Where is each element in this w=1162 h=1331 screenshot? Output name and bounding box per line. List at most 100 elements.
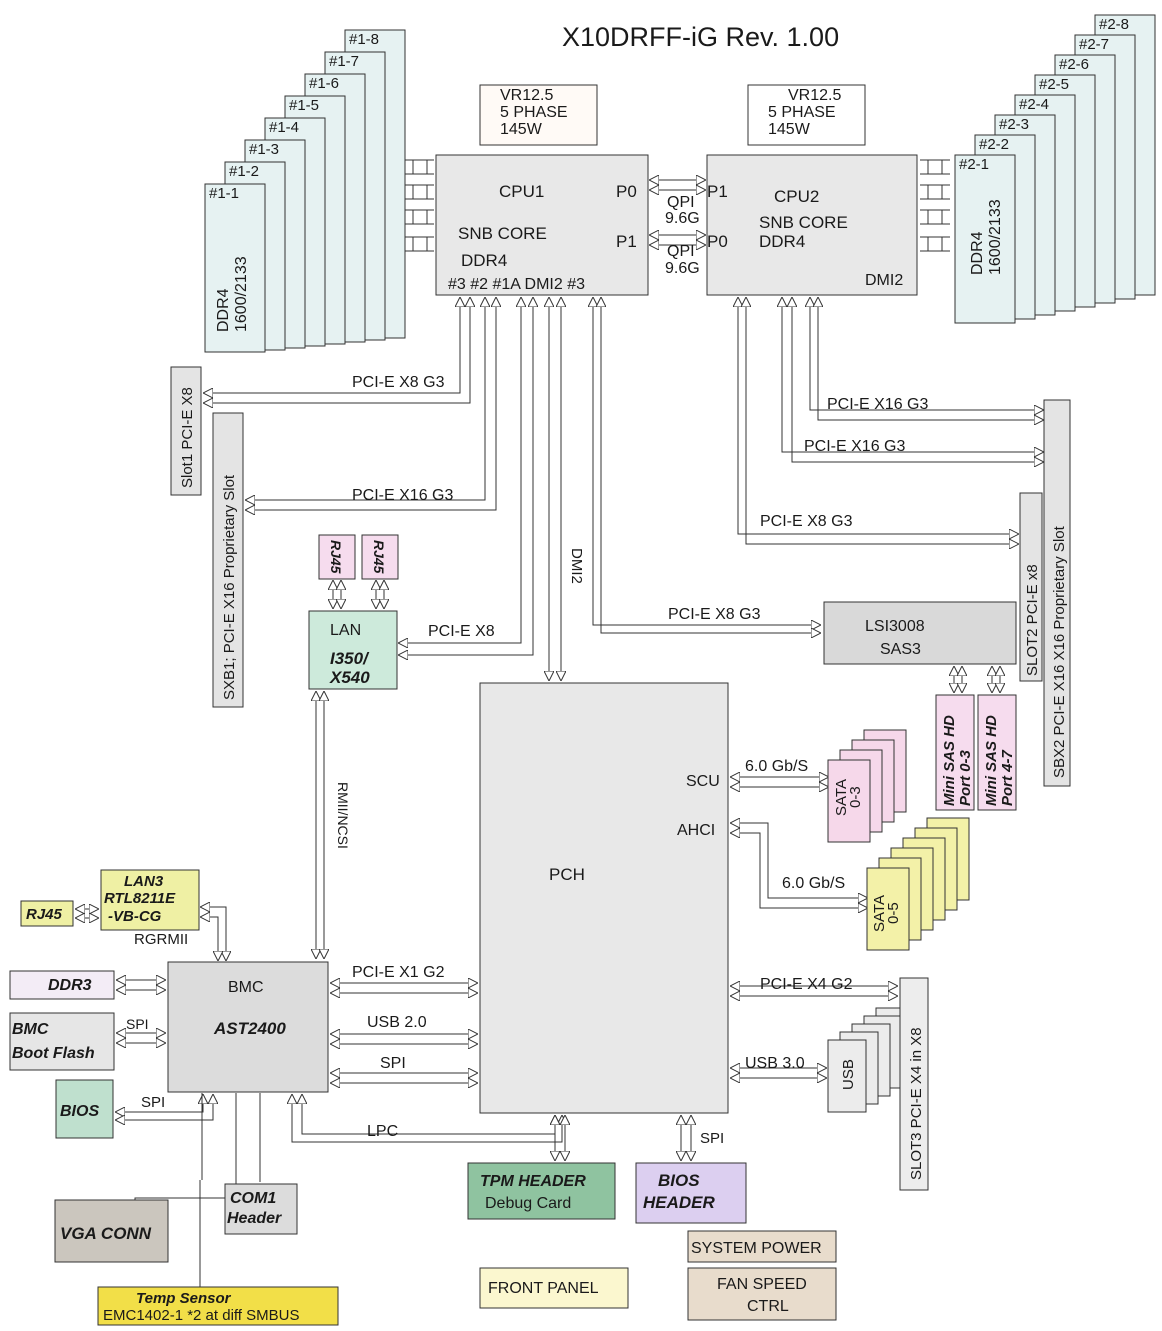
dimm-label: #2-1 bbox=[959, 156, 989, 173]
svg-text:SCU: SCU bbox=[686, 773, 720, 790]
sxb1-proprietary-slot: SXB1; PCI-E X16 Proprietary Slot bbox=[212, 412, 244, 708]
svg-text:BIOS: BIOS bbox=[60, 1103, 99, 1120]
sata-0-5-label: SATA0-5 bbox=[871, 895, 902, 932]
cpu1-name: CPU1 bbox=[499, 182, 544, 201]
dimm-label: #1-2 bbox=[229, 163, 259, 180]
rj45-lan3-port: RJ45 bbox=[20, 900, 74, 927]
link-label-flash-spi: SPI bbox=[126, 1016, 149, 1032]
bios-chip: BIOS bbox=[55, 1079, 114, 1139]
cpu2-name: CPU2 bbox=[774, 187, 819, 206]
cpu1-mem: DDR4 bbox=[461, 251, 507, 270]
svg-text:Mini SAS HDPort 0-3: Mini SAS HDPort 0-3 bbox=[941, 715, 974, 806]
svg-text:RJ45: RJ45 bbox=[371, 540, 387, 574]
minisas-arrows bbox=[954, 667, 1000, 692]
link-label-scu: 6.0 Gb/S bbox=[745, 758, 808, 775]
front-panel: FRONT PANEL bbox=[479, 1267, 629, 1309]
dimm-label: #2-7 bbox=[1079, 36, 1109, 53]
bmc-block: BMC AST2400 bbox=[167, 961, 329, 1093]
svg-text:SLOT3 PCI-E X4 in X8: SLOT3 PCI-E X4 in X8 bbox=[908, 1027, 925, 1180]
link-label-spi: SPI bbox=[380, 1055, 406, 1072]
dimm-label: #2-8 bbox=[1099, 16, 1129, 33]
svg-text:VGA CONN: VGA CONN bbox=[60, 1224, 152, 1243]
ddr3-bmc-link bbox=[117, 980, 165, 990]
minisas-port-4-7: Mini SAS HDPort 4-7 bbox=[977, 694, 1017, 811]
sata-links bbox=[731, 777, 867, 908]
link-label-sbx2-a: PCI-E X16 G3 bbox=[827, 396, 928, 413]
pch-block: PCH SCU AHCI bbox=[479, 682, 729, 1114]
diagram-title: X10DRFF-iG Rev. 1.00 bbox=[562, 22, 839, 52]
rmii-ncsi-link bbox=[316, 692, 324, 958]
dimm-label: #1-3 bbox=[249, 141, 279, 158]
cpu2-p1: P1 bbox=[707, 182, 728, 201]
dimm-label: #2-4 bbox=[1019, 96, 1049, 113]
sata-0-3-label: SATA0-3 bbox=[833, 779, 864, 816]
tpm-pch-link bbox=[555, 1116, 565, 1160]
dimm-label: #1-4 bbox=[269, 119, 299, 136]
dimm-label: #2-5 bbox=[1039, 76, 1069, 93]
bios-header-link bbox=[681, 1116, 691, 1160]
link-label-slot1: PCI-E X8 G3 bbox=[352, 374, 445, 391]
system-power: SYSTEM POWER bbox=[687, 1230, 837, 1263]
dimm-label: #1-6 bbox=[309, 75, 339, 92]
flash-bmc-link bbox=[117, 1033, 165, 1043]
slot2-pcie-x8: SLOT2 PCI-E x8 bbox=[1019, 492, 1043, 682]
link-label-sxb1: PCI-E X16 G3 bbox=[352, 487, 453, 504]
minisas-port-0-3: Mini SAS HDPort 0-3 bbox=[935, 694, 975, 811]
svg-text:Mini SAS HDPort 4-7: Mini SAS HDPort 4-7 bbox=[983, 715, 1016, 806]
svg-text:FRONT PANEL: FRONT PANEL bbox=[488, 1280, 599, 1297]
svg-text:SBX2 PCI-E X16 X16 Proprietary: SBX2 PCI-E X16 X16 Proprietary Slot bbox=[1051, 525, 1068, 778]
link-label-slot2: PCI-E X8 G3 bbox=[760, 513, 853, 530]
cpu2-block: P1 CPU2 SNB CORE P0 DDR4 DMI2 bbox=[706, 154, 918, 296]
sata-0-5-stack bbox=[866, 817, 970, 951]
cpu1-block: CPU1 P0 SNB CORE P1 DDR4 #3 #2 #1A DMI2 … bbox=[435, 154, 649, 296]
svg-text:BMC: BMC bbox=[228, 979, 264, 996]
link-label-pcie-x1: PCI-E X1 G2 bbox=[352, 964, 445, 981]
lan-controller: LAN I350/X540 bbox=[308, 610, 398, 690]
lan3-rj45-link bbox=[76, 909, 98, 918]
dimm-label: #2-3 bbox=[999, 116, 1029, 133]
link-label-bmc-bios-spi: SPI bbox=[141, 1094, 165, 1111]
bios-bmc-link bbox=[116, 1095, 213, 1120]
link-label-sbx2-b: PCI-E X16 G3 bbox=[804, 438, 905, 455]
svg-text:RJ45: RJ45 bbox=[328, 540, 344, 574]
cpu1-core: SNB CORE bbox=[458, 224, 547, 243]
cpu2-pcie-links bbox=[738, 298, 1043, 544]
link-label-usb3: USB 3.0 bbox=[745, 1055, 805, 1072]
dimm-label: #2-6 bbox=[1059, 56, 1089, 73]
sbx2-proprietary-slot: SBX2 PCI-E X16 X16 Proprietary Slot bbox=[1043, 399, 1071, 787]
cpu2-dmi: DMI2 bbox=[865, 272, 903, 289]
usb-label: USB bbox=[840, 1059, 857, 1090]
link-label-ahci: 6.0 Gb/S bbox=[782, 875, 845, 892]
svg-text:LAN: LAN bbox=[330, 622, 361, 639]
dimm-stack-cpu2: #2-8#2-7#2-6#2-5#2-4#2-3#2-2#2-1 bbox=[954, 14, 1156, 324]
cpu1-p1: P1 bbox=[616, 232, 637, 251]
dimm-label: #1-7 bbox=[329, 53, 359, 70]
link-label-rgrmii: RGRMII bbox=[134, 931, 188, 948]
memory-channel-arrows bbox=[405, 159, 950, 252]
rj45-port-2: RJ45 bbox=[361, 534, 399, 580]
svg-text:AHCI: AHCI bbox=[677, 822, 715, 839]
dimm-label: #1-8 bbox=[349, 31, 379, 48]
cpu1-p0: P0 bbox=[616, 182, 637, 201]
svg-text:I350/X540: I350/X540 bbox=[329, 649, 370, 687]
dimm-label: #1-1 bbox=[209, 185, 239, 202]
slot3-pcie-x4: SLOT3 PCI-E X4 in X8 bbox=[899, 977, 929, 1191]
cpu2-p0: P0 bbox=[707, 232, 728, 251]
